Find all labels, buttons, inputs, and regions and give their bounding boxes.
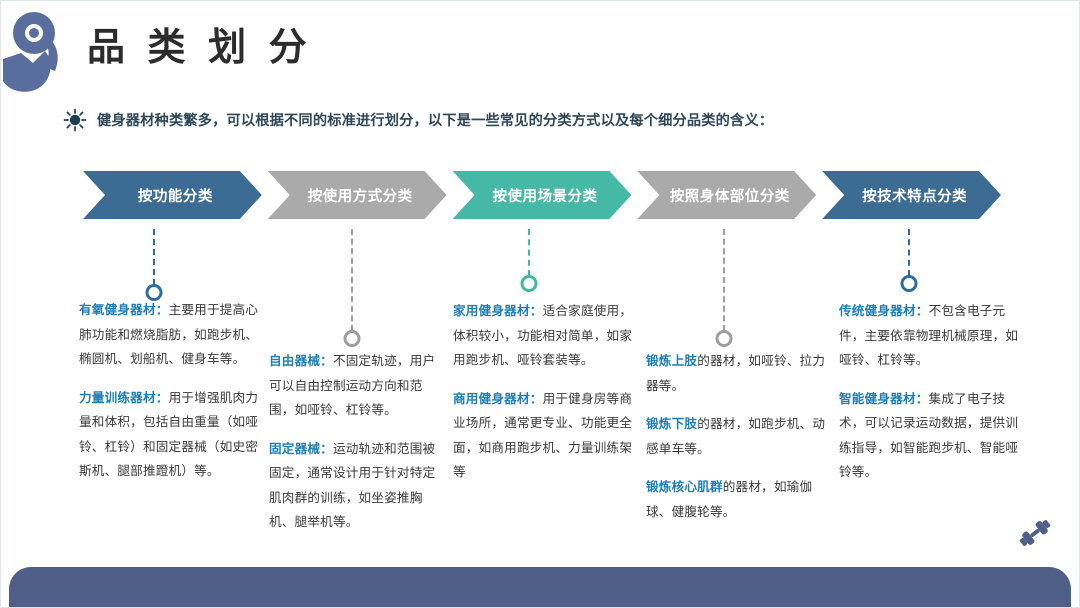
category-detail-text: 运动轨迹和范围被固定，通常设计用于针对特定肌肉群的训练，如坐姿推胸机、腿举机等。 bbox=[269, 441, 436, 530]
category-detail-item: 力量训练器材：用于增强肌肉力量和体积，包括自由重量（如哑铃、杠铃）和固定器械（如… bbox=[79, 386, 259, 484]
category-arrow-1[interactable]: 按功能分类 bbox=[83, 171, 262, 219]
connector-line-4 bbox=[715, 229, 733, 347]
category-detail-column-3: 家用健身器材：适合家庭使用，体积较小，功能相对简单，如家用跑步机、哑铃套装等。商… bbox=[453, 299, 633, 485]
category-detail-text: 不固定轨迹，用户可以自由控制运动方向和范围，如哑铃、杠铃等。 bbox=[269, 354, 436, 418]
page-title: 品 类 划 分 bbox=[87, 27, 313, 69]
category-detail-column-5: 传统健身器材：不包含电子元件，主要依靠物理机械原理，如哑铃、杠铃等。智能健身器材… bbox=[839, 299, 1019, 485]
category-detail-item: 锻炼核心肌群的器材，如瑜伽球、健腹轮等。 bbox=[646, 475, 826, 524]
connector-line-2 bbox=[343, 229, 361, 347]
category-detail-key: 锻炼上肢 bbox=[646, 354, 698, 368]
category-detail-key: 有氧健身器材： bbox=[79, 303, 169, 317]
category-detail-item: 固定器械：运动轨迹和范围被固定，通常设计用于针对特定肌肉群的训练，如坐姿推胸机、… bbox=[269, 437, 444, 535]
subtitle-row: 健身器材种类繁多，可以根据不同的标准进行划分，以下是一些常见的分类方式以及每个细… bbox=[63, 108, 773, 132]
category-detail-text: 用于增强肌肉力量和体积，包括自由重量（如哑铃、杠铃）和固定器械（如史密斯机、腿部… bbox=[79, 390, 259, 479]
category-arrow-ribbon: 按功能分类 按使用方式分类 按使用场景分类 按照身体部位分类 按技术特点分类 bbox=[83, 171, 1001, 219]
category-detail-text: 的器材，如哑铃、拉力器等。 bbox=[646, 354, 826, 393]
category-arrow-5[interactable]: 按技术特点分类 bbox=[822, 171, 1001, 219]
connector-dash bbox=[908, 229, 910, 276]
category-detail-key: 自由器械： bbox=[269, 354, 333, 368]
dumbbell-icon bbox=[1019, 520, 1051, 546]
connector-ring-marker bbox=[343, 330, 361, 347]
connector-line-3 bbox=[520, 229, 538, 292]
category-detail-item: 家用健身器材：适合家庭使用，体积较小，功能相对简单，如家用跑步机、哑铃套装等。 bbox=[453, 299, 633, 373]
category-detail-text: 的器材，如瑜伽球、健腹轮等。 bbox=[646, 480, 813, 519]
category-detail-item: 锻炼上肢的器材，如哑铃、拉力器等。 bbox=[646, 349, 826, 398]
category-detail-item: 传统健身器材：不包含电子元件，主要依靠物理机械原理，如哑铃、杠铃等。 bbox=[839, 299, 1019, 373]
connector-dash bbox=[153, 229, 155, 285]
category-arrow-2[interactable]: 按使用方式分类 bbox=[268, 171, 447, 219]
connector-dash bbox=[351, 229, 353, 331]
category-detail-column-2: 自由器械：不固定轨迹，用户可以自由控制运动方向和范围，如哑铃、杠铃等。固定器械：… bbox=[269, 349, 444, 535]
category-detail-item: 有氧健身器材：主要用于提高心肺功能和燃烧脂肪，如跑步机、椭圆机、划船机、健身车等… bbox=[79, 298, 259, 372]
category-detail-column-4: 锻炼上肢的器材，如哑铃、拉力器等。锻炼下肢的器材，如跑步机、动感单车等。锻炼核心… bbox=[646, 349, 826, 524]
category-detail-column-1: 有氧健身器材：主要用于提高心肺功能和燃烧脂肪，如跑步机、椭圆机、划船机、健身车等… bbox=[79, 298, 259, 484]
sun-icon bbox=[63, 108, 87, 132]
connector-ring-marker bbox=[145, 284, 163, 301]
category-detail-key: 锻炼下肢 bbox=[646, 417, 698, 432]
category-arrow-label: 按使用场景分类 bbox=[492, 188, 598, 205]
category-detail-item: 智能健身器材：集成了电子技术，可以记录运动数据，提供训练指导，如智能跑步机、智能… bbox=[839, 387, 1019, 485]
connector-line-1 bbox=[145, 229, 163, 301]
category-arrow-3[interactable]: 按使用场景分类 bbox=[453, 171, 632, 219]
category-detail-text: 集成了电子技术，可以记录运动数据，提供训练指导，如智能跑步机、智能哑铃等。 bbox=[839, 391, 1019, 480]
category-detail-key: 传统健身器材： bbox=[839, 304, 929, 318]
category-detail-text: 不包含电子元件，主要依靠物理机械原理，如哑铃、杠铃等。 bbox=[839, 304, 1019, 368]
category-detail-text: 的器材，如跑步机、动感单车等。 bbox=[646, 417, 826, 456]
category-detail-key: 家用健身器材： bbox=[453, 304, 543, 318]
category-detail-text: 用于健身房等商业场所，通常更专业、功能更全面，如商用跑步机、力量训练架等 bbox=[453, 391, 633, 480]
category-detail-item: 自由器械：不固定轨迹，用户可以自由控制运动方向和范围，如哑铃、杠铃等。 bbox=[269, 349, 444, 423]
category-detail-item: 锻炼下肢的器材，如跑步机、动感单车等。 bbox=[646, 412, 826, 461]
category-detail-text: 主要用于提高心肺功能和燃烧脂肪，如跑步机、椭圆机、划船机、健身车等。 bbox=[79, 303, 259, 367]
connector-line-5 bbox=[900, 229, 918, 292]
category-arrow-label: 按使用方式分类 bbox=[307, 188, 413, 205]
category-detail-key: 固定器械： bbox=[269, 441, 333, 456]
connector-dash bbox=[723, 229, 725, 331]
connector-ring-marker bbox=[715, 330, 733, 347]
category-detail-key: 力量训练器材： bbox=[79, 390, 169, 405]
category-arrow-label: 按技术特点分类 bbox=[862, 188, 968, 205]
connector-ring-marker bbox=[520, 275, 538, 292]
category-detail-text: 适合家庭使用，体积较小，功能相对简单，如家用跑步机、哑铃套装等。 bbox=[453, 304, 633, 368]
bottom-band bbox=[9, 567, 1071, 607]
category-detail-key: 商用健身器材： bbox=[453, 391, 543, 406]
subtitle-text: 健身器材种类繁多，可以根据不同的标准进行划分，以下是一些常见的分类方式以及每个细… bbox=[97, 113, 774, 129]
category-detail-key: 锻炼核心肌群 bbox=[646, 480, 723, 495]
connector-dash bbox=[528, 229, 530, 276]
category-arrow-4[interactable]: 按照身体部位分类 bbox=[637, 171, 816, 219]
category-arrow-label: 按照身体部位分类 bbox=[669, 188, 790, 205]
category-detail-item: 商用健身器材：用于健身房等商业场所，通常更专业、功能更全面，如商用跑步机、力量训… bbox=[453, 387, 633, 485]
muscle-arm-logo bbox=[3, 12, 58, 92]
category-detail-key: 智能健身器材： bbox=[839, 391, 929, 406]
category-arrow-label: 按功能分类 bbox=[137, 188, 213, 205]
connector-ring-marker bbox=[900, 275, 918, 292]
